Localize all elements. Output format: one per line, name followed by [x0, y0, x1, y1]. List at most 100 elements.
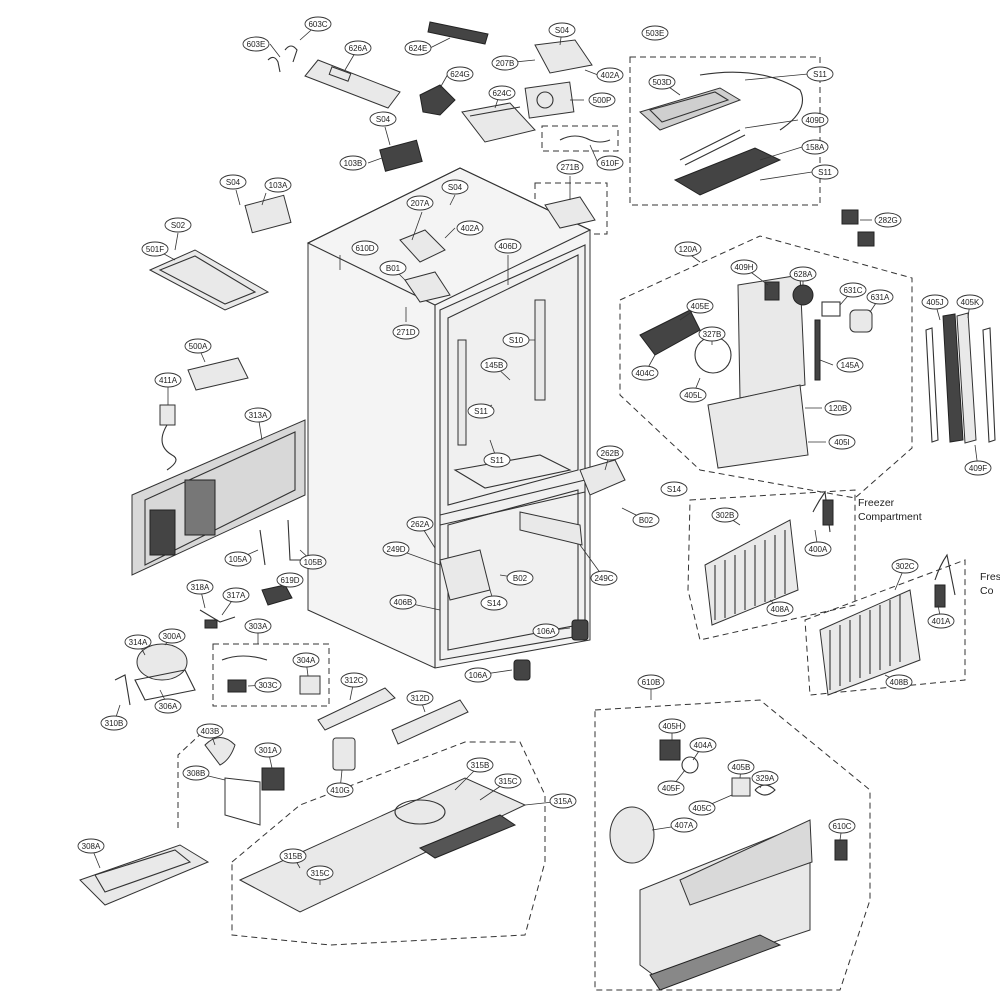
callout-bubble: [186, 579, 214, 595]
callout-label: 315C: [498, 777, 517, 786]
callout-bubble: [502, 332, 530, 348]
callout-bubble: [491, 55, 519, 71]
callout-label: 249D: [386, 545, 405, 554]
callout-271d: 271D: [392, 324, 420, 340]
callout-bubble: [389, 594, 417, 610]
base-308A: [79, 844, 210, 906]
callout-bubble: [828, 434, 856, 450]
callout-bubble: [801, 112, 829, 128]
freezer-evaporator-group-box: [687, 489, 856, 641]
callout-bubble: [964, 460, 992, 476]
callout-label: 406D: [498, 242, 517, 251]
callout-label: 312D: [410, 694, 429, 703]
callout-label: 404C: [635, 369, 654, 378]
callout-bubble: [464, 667, 492, 683]
callout-318a: 318A: [186, 579, 214, 595]
callout-label: 610F: [601, 159, 619, 168]
bracket-624G: [419, 84, 456, 116]
clips-603: [267, 45, 298, 73]
callout-label: 249C: [594, 574, 613, 583]
callout-label: 405L: [684, 391, 702, 400]
callout-bubble: [494, 238, 522, 254]
callout-bubble: [730, 259, 758, 275]
callout-label: S11: [813, 70, 827, 79]
callout-312c: 312C: [340, 672, 368, 688]
callout-bubble: [921, 294, 949, 310]
callout-bubble: [446, 66, 474, 82]
callout-label: 409D: [805, 116, 824, 125]
evaporator-302C: [819, 589, 921, 696]
relay-304A: [221, 655, 321, 695]
callout-label: 401A: [932, 617, 951, 626]
callout-label: 610C: [832, 822, 851, 831]
callout-bubble: [548, 22, 576, 38]
callout-label: 624G: [450, 70, 470, 79]
callout-bubble: [467, 403, 495, 419]
callout-bubble: [866, 289, 894, 305]
caption-fresh-line1: Fres: [980, 571, 1000, 583]
callout-label: S11: [474, 407, 488, 416]
callout-label: 313A: [249, 411, 268, 420]
callout-label: 315B: [284, 852, 303, 861]
fresh-evaporator-group-box: [804, 559, 966, 696]
callout-bubble: [670, 817, 698, 833]
callout-402a: 402A: [456, 220, 484, 236]
callout-bubble: [836, 357, 864, 373]
callout-label: 603E: [247, 40, 266, 49]
callout-610d: 610D: [351, 240, 379, 256]
cover-312D: [391, 699, 469, 745]
callout-106a: 106A: [464, 667, 492, 683]
callout-312d: 312D: [406, 690, 434, 706]
callout-label: 628A: [794, 270, 813, 279]
callout-313a: 313A: [244, 407, 272, 423]
callout-s04: S04: [548, 22, 576, 38]
callout-bubble: [299, 554, 327, 570]
callout-label: 318A: [191, 583, 210, 592]
callout-bubble: [242, 36, 270, 52]
callout-s04: S04: [219, 174, 247, 190]
callout-label: 302C: [895, 562, 914, 571]
callout-bubble: [660, 481, 688, 497]
callout-404c: 404C: [631, 365, 659, 381]
cover-312C: [317, 687, 396, 731]
callout-bubble: [304, 16, 332, 32]
callout-label: 406B: [394, 598, 413, 607]
callout-bubble: [164, 217, 192, 233]
callout-bubble: [392, 324, 420, 340]
callout-label: 158A: [806, 143, 825, 152]
callout-b01: B01: [379, 260, 407, 276]
callout-bubble: [596, 155, 624, 171]
callout-s04: S04: [441, 179, 469, 195]
callout-315b: 315B: [279, 848, 307, 864]
callout-626a: 626A: [344, 40, 372, 56]
callout-103a: 103A: [264, 177, 292, 193]
callout-bubble: [344, 40, 372, 56]
callout-label: 405J: [926, 298, 943, 307]
callout-label: 626A: [349, 44, 368, 53]
gaskets-405JK: [925, 312, 996, 444]
condenser-fan-group-box: [177, 729, 206, 828]
callout-s02: S02: [164, 217, 192, 233]
callout-404a: 404A: [689, 737, 717, 753]
callout-label: 619D: [280, 576, 299, 585]
callout-bubble: [927, 613, 955, 629]
tray-158A: [673, 147, 782, 196]
callout-label: 603C: [308, 20, 327, 29]
bracket-103B: [379, 139, 423, 172]
callout-label: 302B: [716, 511, 735, 520]
callout-105a: 105A: [224, 551, 252, 567]
leveling-leg-106A: [513, 619, 589, 681]
callout-bubble: [369, 111, 397, 127]
callout-bubble: [154, 372, 182, 388]
callout-label: 303A: [249, 622, 268, 631]
evaporator-302B: [704, 519, 799, 626]
callout-103b: 103B: [339, 155, 367, 171]
callout-b02: B02: [632, 512, 660, 528]
callout-bubble: [456, 220, 484, 236]
fan-shroud-120A: [639, 274, 873, 469]
callout-label: 317A: [227, 591, 246, 600]
callout-label: 207B: [496, 59, 515, 68]
callout-bubble: [326, 782, 354, 798]
callout-bubble: [276, 572, 304, 588]
callout-300a: 300A: [158, 628, 186, 644]
